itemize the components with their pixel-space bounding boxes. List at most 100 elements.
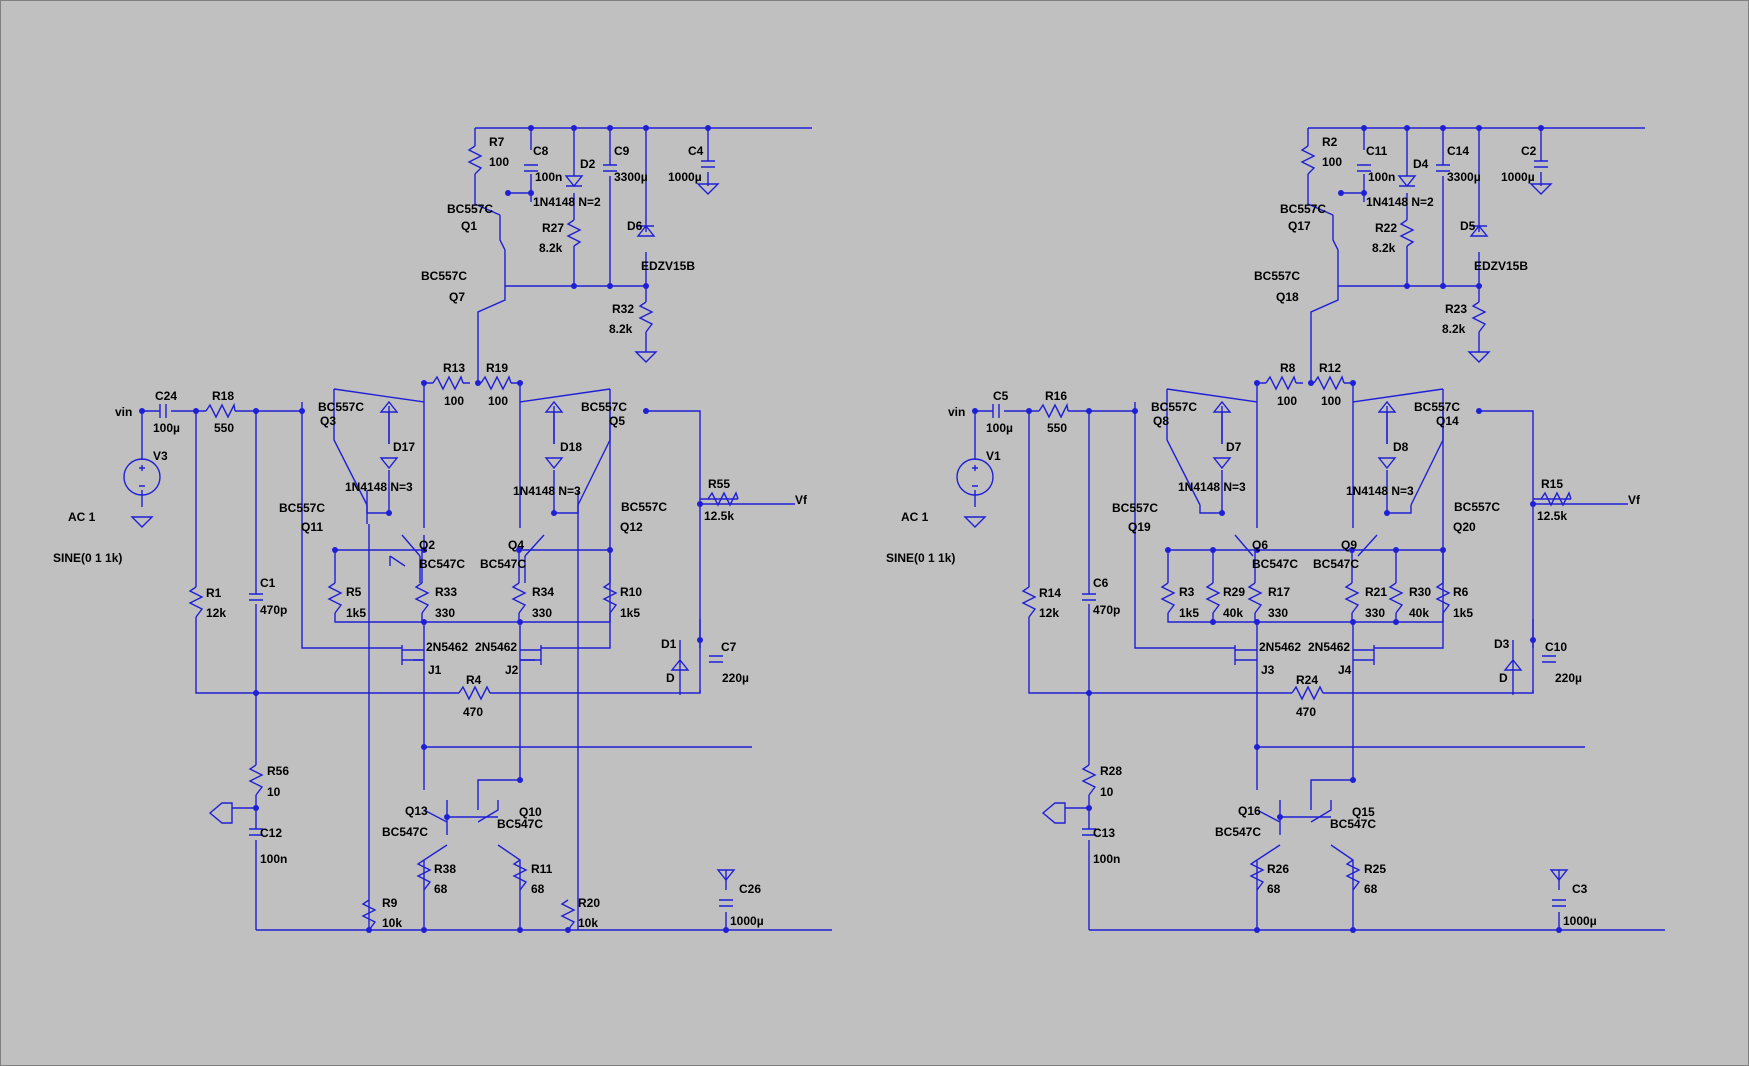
R5-resistor (327, 582, 343, 614)
R8-resistor (1265, 375, 1297, 391)
label-C4: C4 (688, 144, 704, 158)
label-R55: R55 (708, 477, 730, 491)
R12-resistor (1313, 375, 1345, 391)
label-C6: C6 (1093, 576, 1109, 590)
symbols-right (956, 145, 1572, 907)
label-Q7-model: BC557C (421, 269, 467, 283)
label-R19: R19 (486, 361, 508, 375)
port-left (208, 802, 233, 824)
C3-capacitor (1552, 899, 1566, 907)
label-J1-model: 2N5462 (426, 640, 468, 654)
label-vin-right: vin (948, 405, 965, 419)
label-AC: AC 1 (68, 510, 96, 524)
label-D6: D6 (627, 219, 643, 233)
label-R15: R15 (1541, 477, 1563, 491)
label-Q19: Q19 (1128, 520, 1151, 534)
label-R24-value: 470 (1296, 705, 1316, 719)
label-C12-value: 100n (260, 852, 287, 866)
label-SINE-right: SINE(0 1 1k) (886, 551, 955, 565)
label-R16-value: 550 (1047, 421, 1067, 435)
R23-resistor (1471, 301, 1487, 333)
label-Q10-model: BC547C (497, 817, 543, 831)
label-R13: R13 (443, 361, 465, 375)
C1-capacitor (249, 593, 263, 601)
D3-diode (1503, 640, 1523, 695)
wires-right (974, 127, 1665, 931)
label-R17-value: 330 (1268, 606, 1288, 620)
wires-left (141, 127, 832, 931)
label-R56-value: 10 (267, 785, 281, 799)
label-Vf-right: Vf (1628, 493, 1641, 507)
label-D17: D17 (393, 440, 415, 454)
label-C12: C12 (260, 826, 282, 840)
gnd-r23 (1467, 351, 1491, 363)
R13-resistor (432, 375, 464, 391)
label-R28: R28 (1100, 764, 1122, 778)
port-right (1041, 802, 1066, 824)
dots-right (972, 125, 1562, 933)
label-C11-value: 100n (1368, 170, 1395, 184)
R14-resistor (1021, 586, 1037, 618)
label-C9: C9 (614, 144, 630, 158)
label-Q17: Q17 (1288, 219, 1311, 233)
label-R21-value: 330 (1365, 606, 1385, 620)
label-Q6: Q6 (1252, 538, 1268, 552)
label-Q13-model: BC547C (382, 825, 428, 839)
label-D3-value: D (1499, 671, 1508, 685)
D17-diode (379, 457, 399, 470)
label-C1: C1 (260, 576, 276, 590)
label-C9-value: 3300µ (614, 170, 648, 184)
label-Q14: Q14 (1436, 414, 1459, 428)
R18-resistor (205, 402, 236, 419)
label-D7-value: 1N4148 N=3 (1178, 480, 1246, 494)
label-R5: R5 (346, 585, 362, 599)
R7-resistor (467, 145, 483, 175)
gnd-d17 (379, 400, 399, 444)
label-Q12-model: BC557C (621, 500, 667, 514)
D7-diode (1212, 457, 1232, 470)
label-R7: R7 (489, 135, 505, 149)
label-R17: R17 (1268, 585, 1290, 599)
C10-capacitor (1542, 655, 1556, 663)
C6-capacitor (1082, 593, 1096, 601)
jfet-j2 (520, 645, 542, 665)
R27-resistor (566, 219, 582, 247)
label-Q1: Q1 (461, 219, 477, 233)
label-D4: D4 (1413, 157, 1429, 171)
label-D18: D18 (560, 440, 582, 454)
label-R55-value: 12.5k (704, 509, 734, 523)
R10-resistor (602, 582, 618, 614)
label-D8: D8 (1393, 440, 1409, 454)
R55-resistor (707, 491, 739, 507)
circuit-right: R2 100 C11 100n D4 1N4148 N=2 C14 3300µ … (886, 125, 1665, 933)
C5-capacitor (992, 404, 1000, 418)
label-R12-value: 100 (1321, 394, 1341, 408)
label-R23: R23 (1445, 302, 1467, 316)
R2-resistor (1300, 145, 1316, 175)
label-C1-value: 470p (260, 603, 287, 617)
label-Q5-model: BC557C (581, 400, 627, 414)
label-R4-value: 470 (463, 705, 483, 719)
C26-capacitor (719, 899, 733, 907)
R19-resistor (480, 375, 512, 391)
R21-resistor (1344, 582, 1360, 614)
label-Q10: Q10 (519, 805, 542, 819)
D1-diode (670, 640, 690, 695)
C13-capacitor (1082, 828, 1096, 836)
label-D5: D5 (1460, 219, 1476, 233)
label-Q11-model: BC557C (279, 501, 325, 515)
label-C7: C7 (721, 640, 737, 654)
label-Q20: Q20 (1453, 520, 1476, 534)
label-J2-model: 2N5462 (475, 640, 517, 654)
label-C5: C5 (993, 389, 1009, 403)
label-R16: R16 (1045, 389, 1067, 403)
label-R8: R8 (1280, 361, 1296, 375)
label-Q20-model: BC557C (1454, 500, 1500, 514)
R29-resistor (1205, 582, 1221, 614)
label-R29: R29 (1223, 585, 1245, 599)
label-C13: C13 (1093, 826, 1115, 840)
label-D3: D3 (1494, 637, 1510, 651)
label-Q1-model: BC557C (447, 202, 493, 216)
gnd-v1 (963, 516, 987, 528)
